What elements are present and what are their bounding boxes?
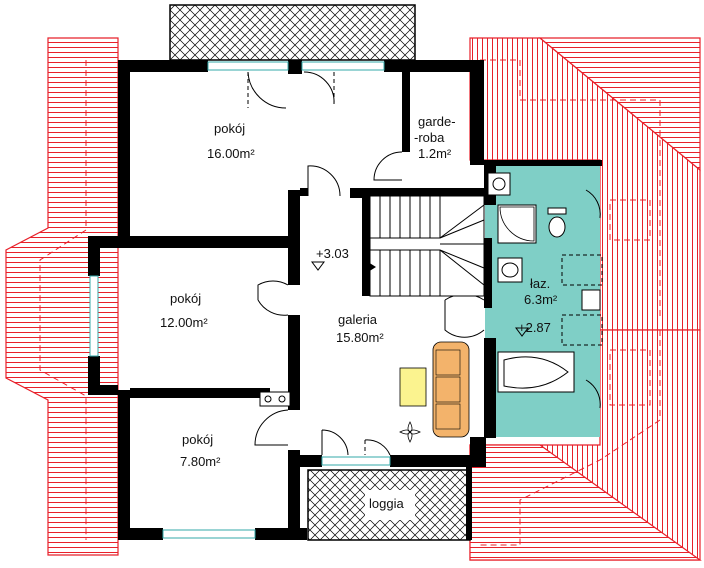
room-lazienka-name: łaz. xyxy=(530,276,550,291)
window-loggia xyxy=(321,456,391,466)
level-lazienka: +2.87 xyxy=(518,320,551,335)
room-garderoba-name-1: garde- xyxy=(418,114,456,129)
room-galeria-area: 15.80m² xyxy=(336,330,384,345)
window-top-right xyxy=(301,61,385,71)
coffee-table xyxy=(399,367,427,407)
window-bottom xyxy=(162,529,256,539)
level-marker-galeria xyxy=(311,261,325,271)
plant-icon xyxy=(399,421,421,443)
room-galeria-name: galeria xyxy=(338,312,378,327)
room-pokoj-top-area: 16.00m² xyxy=(207,146,255,161)
room-pokoj-left-name: pokój xyxy=(170,291,201,306)
walls xyxy=(88,60,602,540)
window-left-bay xyxy=(89,275,99,357)
fireplace-icon xyxy=(259,391,291,407)
utility-icon xyxy=(487,172,511,196)
window-top-left xyxy=(207,61,289,71)
room-pokoj-bottom-area: 7.80m² xyxy=(180,454,221,469)
roof-right-bottom xyxy=(469,329,702,561)
room-pokoj-left-area: 12.00m² xyxy=(160,315,208,330)
roof-left xyxy=(5,37,119,556)
room-pokoj-bottom-name: pokój xyxy=(182,432,213,447)
bathroom-fixtures xyxy=(497,204,603,393)
room-pokoj-top-name: pokój xyxy=(214,121,245,136)
staircase xyxy=(368,195,485,297)
level-marker-lazienka xyxy=(515,327,529,337)
room-garderoba-area: 1.2m² xyxy=(418,146,452,161)
level-galeria: +3.03 xyxy=(316,246,349,261)
room-lazienka-area: 6.3m² xyxy=(524,292,558,307)
room-garderoba-name-2: -roba xyxy=(414,130,445,145)
balcony-top xyxy=(169,4,416,61)
furniture xyxy=(259,172,511,443)
couch xyxy=(432,341,470,438)
room-loggia-name: loggia xyxy=(369,496,404,511)
